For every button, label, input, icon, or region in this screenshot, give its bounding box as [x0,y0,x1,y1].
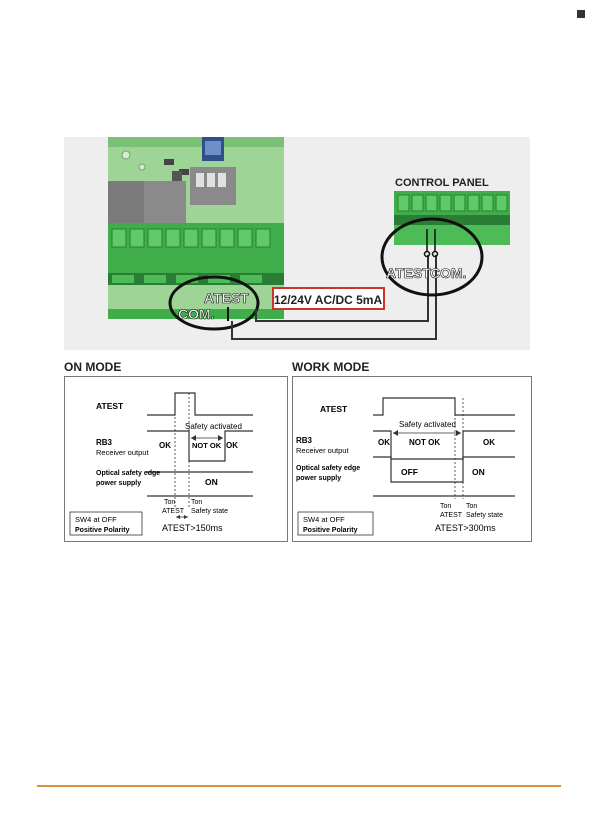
work-safety-state: Safety state [466,512,503,519]
on-rb3-signal [147,430,253,462]
board-com-label: COM. [178,306,215,322]
on-atest-signal [147,392,253,416]
wire-com [231,255,437,340]
work-off-label: OFF [401,467,418,477]
work-mode-timing-diagram: ATEST Safety activated RB3 Receiver outp… [292,376,532,542]
work-rb3-label: RB3 [296,436,313,445]
page-corner-mark [577,10,585,18]
work-rb3-signal [373,430,515,460]
work-on-label: ON [472,467,485,477]
panel-com-label: COM. [430,265,467,281]
work-not-ok: NOT OK [409,438,440,447]
on-on-label: ON [205,477,218,487]
wire-atest [255,255,429,322]
on-ton2: Ton [191,499,202,506]
on-ok-left: OK [159,441,171,450]
supply-box [272,287,385,310]
on-optical-label-1: Optical safety edge [96,470,160,477]
on-optical-label-2: power supply [96,480,141,487]
on-atest-label: ATEST [96,401,124,411]
control-panel-title: CONTROL PANEL [395,177,489,189]
work-polarity: Positive Polarity [303,527,358,534]
work-sw4-box [297,511,374,536]
work-ok-left: OK [378,438,390,447]
work-ok-right: OK [483,438,495,447]
relay-left [108,181,144,223]
panel-terminal-circle [380,217,484,297]
on-not-ok: NOT OK [192,441,222,450]
work-mode-title: WORK MODE [292,360,370,374]
on-atest-small: ATEST [162,508,185,515]
relay-right [144,181,186,223]
board-atest-label: ATEST [204,290,249,306]
work-atest-signal [373,397,515,416]
work-safety-activated: Safety activated [399,420,456,429]
panel-atest-label: ATEST [386,265,431,281]
footer-rule [37,785,561,787]
work-sw4: SW4 at OFF [303,515,345,524]
on-sw4-box [69,511,143,536]
supply-label: 12/24V AC/DC 5mA [274,293,383,307]
on-atest-time: ATEST>150ms [162,523,223,533]
on-ton1: Ton [164,499,175,506]
work-atest-small: ATEST [440,512,463,519]
on-mode-title: ON MODE [64,360,122,374]
work-optical-signal [373,456,515,483]
work-atest-label: ATEST [320,404,348,414]
work-optical-label-2: power supply [296,475,341,482]
work-ton2: Ton [466,503,477,510]
on-mode-timing-diagram: ATEST Safety activated RB3 Receiver outp… [64,376,288,542]
work-ton1: Ton [440,503,451,510]
wiring-svg: ATEST COM. 12/24V AC/DC 5mA CONTROL PANE… [108,137,510,340]
on-safety-state: Safety state [191,508,228,515]
on-ok-right: OK [226,441,238,450]
work-atest-time: ATEST>300ms [435,523,496,533]
on-rb3-label: RB3 [96,438,113,447]
on-safety-activated: Safety activated [185,422,242,431]
work-receiver-output-label: Receiver output [296,446,349,455]
on-receiver-output-label: Receiver output [96,448,149,457]
wiring-diagram: ATEST COM. 12/24V AC/DC 5mA CONTROL PANE… [64,137,530,350]
on-sw4: SW4 at OFF [75,515,117,524]
work-optical-label-1: Optical safety edge [296,465,360,472]
board-terminal-circle [168,275,260,331]
on-polarity: Positive Polarity [75,527,130,534]
